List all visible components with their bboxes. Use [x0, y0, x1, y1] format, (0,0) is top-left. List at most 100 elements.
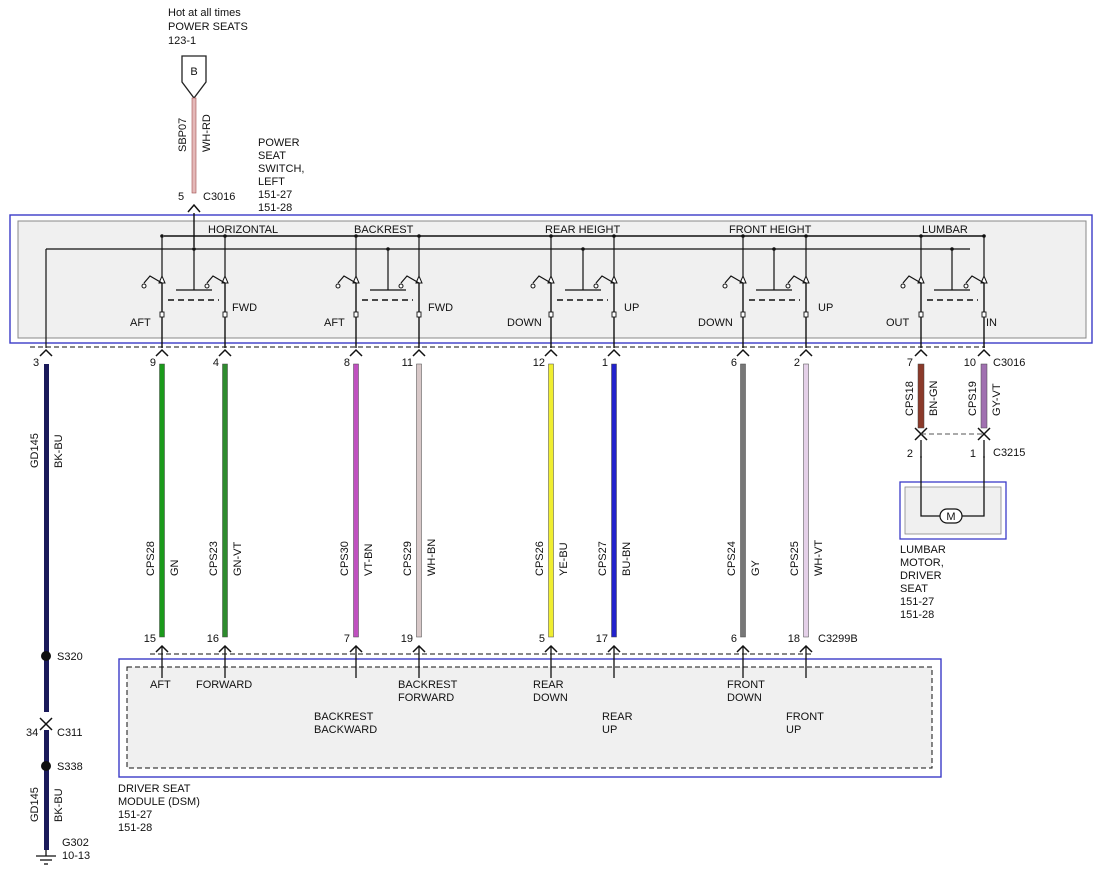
switch-blade: [595, 275, 615, 284]
wire-top-arrow: [544, 348, 558, 357]
feed-wire: [191, 97, 197, 194]
motor-icon: [939, 508, 963, 524]
switch-blade: [724, 275, 744, 284]
wire-circuit: CPS29: [402, 541, 414, 576]
pos-aft-1: AFT: [130, 317, 151, 329]
wire-arrow-in: [977, 432, 991, 441]
switch-name-4: LEFT: [258, 176, 285, 188]
wire-color: BU-BN: [621, 542, 633, 576]
wire-circuit: CPS24: [726, 541, 738, 576]
module-rear-up-2: UP: [602, 724, 617, 736]
wire-body: [917, 363, 925, 429]
module-front-up-1: FRONT: [786, 711, 824, 723]
module-forward: FORWARD: [196, 679, 252, 691]
wire-body: [611, 363, 617, 638]
wire-top-arrow: [412, 348, 426, 357]
motor-name-3: DRIVER: [900, 570, 942, 582]
wire-color: GN: [169, 559, 181, 576]
motor-name-6: 151-28: [900, 609, 934, 621]
ground-color: BK-BU: [53, 434, 65, 468]
switch-contacts: [141, 234, 988, 348]
switch-blade: [902, 275, 922, 284]
pos-aft-2: AFT: [324, 317, 345, 329]
motor-name-1: LUMBAR: [900, 544, 946, 556]
pos-out: OUT: [886, 317, 910, 329]
switch-contact-group-1: [141, 234, 229, 348]
ground-pin-mid: 34: [26, 727, 38, 739]
wire-pin-bottom: 2: [907, 448, 913, 460]
wire-pin-bottom: 15: [144, 633, 156, 645]
section-horizontal: HORIZONTAL: [208, 224, 278, 236]
switch-name-6: 151-28: [258, 202, 292, 214]
wire-pin-top: 4: [213, 357, 219, 369]
ground-connector-mid: C311: [57, 727, 82, 739]
section-backrest: BACKREST: [354, 224, 414, 236]
module-connector-label: C3299B: [818, 633, 858, 645]
pos-fwd-1: FWD: [232, 302, 257, 314]
wire-pin-top: 9: [150, 357, 156, 369]
switch-blade: [400, 275, 420, 284]
wire-top-arrow: [349, 348, 363, 357]
feed-wire-color: WH-RD: [201, 114, 213, 152]
pos-down-2: DOWN: [698, 317, 733, 329]
switch-contact-group-4: [722, 234, 810, 348]
switch-name-1: POWER: [258, 137, 300, 149]
wire-top-arrow: [914, 348, 928, 357]
module-frame-inner: [126, 666, 933, 769]
wire-circuit: CPS30: [339, 541, 351, 576]
switch-blade: [532, 275, 552, 284]
section-lumbar: LUMBAR: [922, 224, 968, 236]
source-pin: B: [190, 66, 197, 78]
lumbar-motor-frame: [899, 481, 1007, 540]
wire-pin-top: 1: [602, 357, 608, 369]
switch-name: POWER SEAT SWITCH, LEFT 151-27 151-28: [258, 137, 304, 214]
ground-label: G302: [62, 837, 89, 849]
feed-wire-circuit: SBP07: [177, 118, 189, 152]
splice-s320-label: S320: [57, 651, 83, 663]
wire-top-arrow: [607, 348, 621, 357]
splice-s338: [41, 761, 51, 771]
wire-pin-bottom: 19: [401, 633, 413, 645]
source-connector-shape: [181, 55, 207, 100]
switch-blade: [206, 275, 226, 284]
motor-name: LUMBAR MOTOR, DRIVER SEAT 151-27 151-28: [900, 544, 946, 621]
wire-color: WH-BN: [426, 539, 438, 576]
ground-ref: 10-13: [62, 850, 90, 862]
wire-circuit: CPS26: [534, 541, 546, 576]
source-line2: POWER SEATS: [168, 21, 248, 33]
section-rear-height: REAR HEIGHT: [545, 224, 620, 236]
switch-blade: [965, 275, 985, 284]
module-name-1: DRIVER SEAT: [118, 783, 191, 795]
module-name-3: 151-27: [118, 809, 152, 821]
module-rear-down-2: DOWN: [533, 692, 568, 704]
wire-body: [159, 363, 165, 638]
wire-body: [222, 363, 228, 638]
wire-body: [803, 363, 809, 638]
wire-pin-top: 10: [964, 357, 976, 369]
wire-color: GY-VT: [991, 383, 1003, 416]
module-rear-down-1: REAR: [533, 679, 564, 691]
wire-color: GN-VT: [232, 542, 244, 577]
wire-top-arrow: [799, 348, 813, 357]
motor-name-4: SEAT: [900, 583, 928, 595]
wire-circuit: CPS18: [904, 381, 916, 416]
pos-in: IN: [986, 317, 997, 329]
module-name: DRIVER SEAT MODULE (DSM) 151-27 151-28: [118, 783, 200, 834]
wire-pin-bottom: 7: [344, 633, 350, 645]
wire-color: GY: [750, 559, 762, 576]
wire-pin-top: 8: [344, 357, 350, 369]
switch-blade: [337, 275, 357, 284]
wire-top-arrow: [155, 348, 169, 357]
ground-pin-top: 3: [33, 357, 39, 369]
switch-contact-group-5: [900, 234, 988, 348]
switch-name-2: SEAT: [258, 150, 286, 162]
wire-circuit: CPS23: [208, 541, 220, 576]
wire-circuit: CPS25: [789, 541, 801, 576]
module-front-down-1: FRONT: [727, 679, 765, 691]
